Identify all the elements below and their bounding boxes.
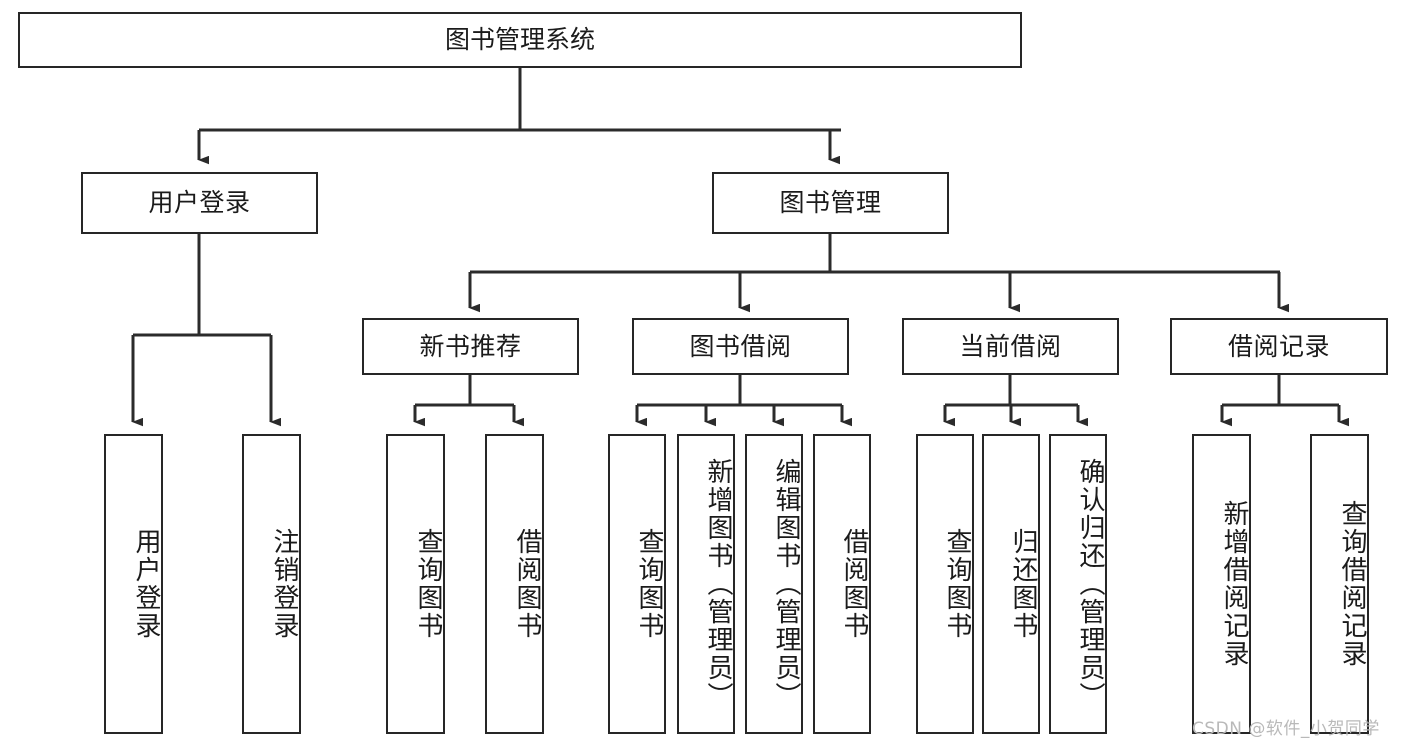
- node-leaf-query-borrow-record[interactable]: 查询借阅记录: [1310, 434, 1369, 734]
- node-leaf-confirm-return-admin[interactable]: 确认归还（管理员）: [1049, 434, 1107, 734]
- node-label: 确认归还（管理员）: [1075, 458, 1105, 710]
- node-user-login[interactable]: 用户登录: [81, 172, 318, 234]
- node-label: 用户登录: [131, 528, 161, 640]
- node-label: 借阅图书: [512, 528, 542, 640]
- node-label: 查询图书: [413, 528, 443, 640]
- node-label: 新增借阅记录: [1219, 500, 1249, 668]
- node-label: 查询图书: [942, 528, 972, 640]
- node-borrow-record[interactable]: 借阅记录: [1170, 318, 1388, 375]
- node-label: 图书借阅: [689, 331, 792, 361]
- node-label: 查询借阅记录: [1337, 500, 1367, 668]
- node-book-borrow[interactable]: 图书借阅: [632, 318, 849, 375]
- node-root-system[interactable]: 图书管理系统: [18, 12, 1022, 68]
- node-leaf-borrow-book-recommend[interactable]: 借阅图书: [485, 434, 544, 734]
- node-label: 图书管理: [779, 188, 882, 218]
- node-leaf-add-book-admin[interactable]: 新增图书（管理员）: [677, 434, 735, 734]
- node-leaf-query-book-recommend[interactable]: 查询图书: [386, 434, 445, 734]
- node-leaf-query-book-borrow[interactable]: 查询图书: [608, 434, 666, 734]
- node-label: 编辑图书（管理员）: [771, 458, 801, 710]
- node-leaf-edit-book-admin[interactable]: 编辑图书（管理员）: [745, 434, 803, 734]
- node-leaf-user-login[interactable]: 用户登录: [104, 434, 163, 734]
- node-label: 新书推荐: [419, 331, 522, 361]
- node-book-management[interactable]: 图书管理: [712, 172, 949, 234]
- node-label: 图书管理系统: [444, 25, 595, 55]
- node-leaf-return-book[interactable]: 归还图书: [982, 434, 1040, 734]
- node-leaf-borrow-book[interactable]: 借阅图书: [813, 434, 871, 734]
- node-label: 用户登录: [148, 188, 251, 218]
- node-leaf-user-logout[interactable]: 注销登录: [242, 434, 301, 734]
- node-label: 注销登录: [269, 528, 299, 640]
- node-new-book-recommend[interactable]: 新书推荐: [362, 318, 579, 375]
- node-label: 新增图书（管理员）: [703, 458, 733, 710]
- node-leaf-add-borrow-record[interactable]: 新增借阅记录: [1192, 434, 1251, 734]
- node-label: 当前借阅: [959, 331, 1062, 361]
- node-label: 借阅图书: [839, 528, 869, 640]
- node-label: 查询图书: [634, 528, 664, 640]
- node-current-borrow[interactable]: 当前借阅: [902, 318, 1119, 375]
- node-label: 归还图书: [1008, 528, 1038, 640]
- watermark: CSDN @软件_小贺同学: [1192, 719, 1380, 739]
- node-leaf-query-book-current[interactable]: 查询图书: [916, 434, 974, 734]
- node-label: 借阅记录: [1227, 331, 1330, 361]
